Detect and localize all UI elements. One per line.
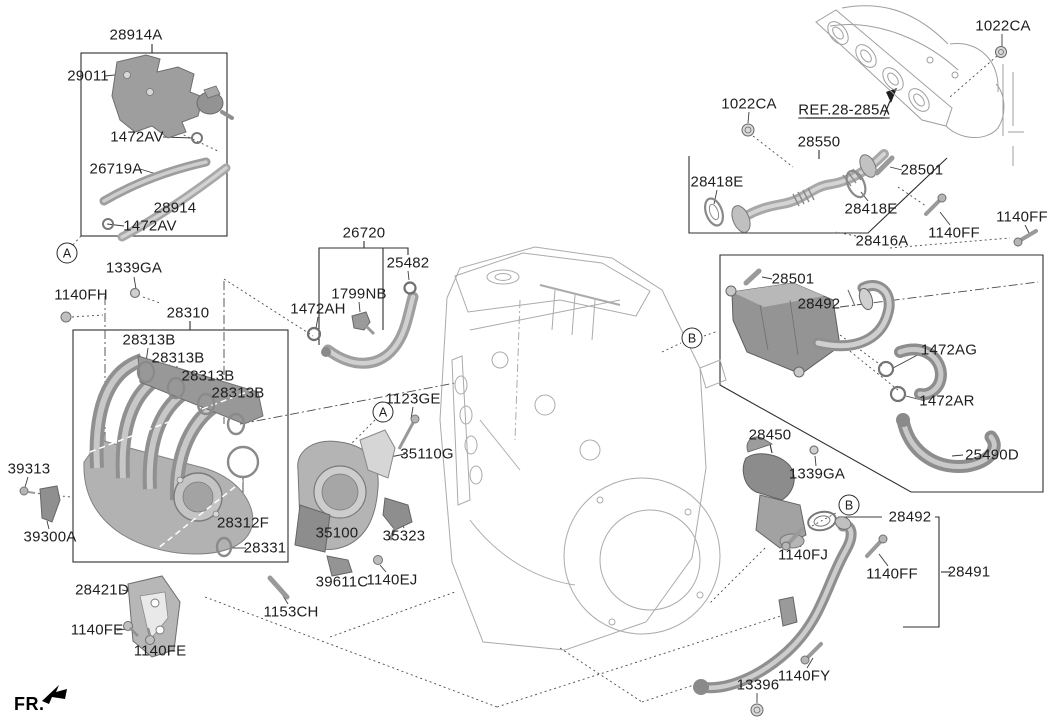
part-label-28421d-17: 28421D [75, 581, 129, 599]
part-label-35110g-26: 35110G [400, 445, 454, 463]
part-label-28310-8: 28310 [166, 304, 210, 322]
part-label-1022ca-31: 1022CA [975, 17, 1031, 35]
part-label-1339ga-47: 1339GA [788, 465, 846, 483]
part-label-28914a-0: 28914A [109, 26, 163, 44]
part-label-28491-51: 28491 [947, 563, 991, 581]
o-rings-art [136, 360, 260, 558]
part-label-28492-48: 28492 [888, 508, 932, 526]
part-label-1472av-5: 1472AV [123, 217, 177, 235]
part-label-35323-28: 35323 [382, 527, 426, 545]
part-label-1140ej-30: 1140EJ [366, 571, 418, 589]
part-label-1799nb-23: 1799NB [331, 285, 387, 303]
part-label-28492-42: 28492 [797, 295, 841, 313]
egr-valve-art [129, 287, 857, 717]
part-label-1123ge-25: 1123GE [385, 390, 441, 408]
part-label-25490d-45: 25490D [965, 446, 1019, 464]
part-label-28312f-15: 28312F [216, 514, 270, 532]
part-label-39611c-29: 39611C [315, 573, 369, 591]
fr-direction-arrow [42, 685, 67, 704]
part-label-39300a-14: 39300A [23, 528, 77, 546]
part-label-28501-35: 28501 [900, 161, 944, 179]
view-marker-b-2: B [681, 327, 703, 349]
part-label-35100-27: 35100 [315, 524, 359, 542]
part-label-28331-16: 28331 [243, 539, 287, 557]
view-marker-b-3: B [838, 494, 860, 516]
part-label-28313b-11: 28313B [181, 367, 235, 385]
part-label-1022ca-32: 1022CA [721, 95, 777, 113]
part-label-1472ar-44: 1472AR [919, 392, 975, 410]
bolt-icons [60, 193, 1038, 665]
part-label-28914-4: 28914 [153, 199, 197, 217]
part-label-25482-22: 25482 [386, 254, 430, 272]
view-marker-a-1: A [372, 401, 394, 423]
vapor-hose-art [306, 281, 419, 369]
part-label-29011-1: 29011 [67, 67, 109, 85]
part-label-28501-41: 28501 [771, 270, 815, 288]
egr-pipe-upper-art [703, 149, 895, 233]
sensor-bracket-art [19, 485, 61, 523]
part-label-1140ff-40: 1140FF [996, 208, 1048, 226]
part-label-28313b-10: 28313B [151, 349, 205, 367]
ref-arrow [806, 88, 897, 119]
part-label-1140fe-19: 1140FE [133, 642, 187, 660]
support-bracket-art [123, 575, 290, 658]
part-label-1140ff-50: 1140FF [866, 565, 918, 583]
part-label-1153ch-20: 1153CH [263, 603, 319, 621]
part-label-1472ag-43: 1472AG [920, 341, 978, 359]
egr-cooler-art [725, 268, 1001, 473]
part-label-28313b-12: 28313B [211, 384, 265, 402]
part-label-1472ah-24: 1472AH [290, 300, 346, 318]
part-label-26720-21: 26720 [342, 224, 386, 242]
throttle-body-art [294, 414, 420, 577]
part-label-1140ff-39: 1140FF [928, 224, 980, 242]
part-label-1339ga-6: 1339GA [105, 259, 163, 277]
part-label-28418e-36: 28418E [690, 173, 744, 191]
part-label-28416a-38: 28416A [855, 232, 909, 250]
ref-manifold-art [815, 5, 1024, 166]
part-label-28418e-37: 28418E [844, 200, 898, 218]
part-label-1140fj-49: 1140FJ [777, 546, 829, 564]
engine-art [439, 246, 727, 651]
part-label-28313b-9: 28313B [122, 331, 176, 349]
part-label-1140fh-7: 1140FH [54, 286, 108, 304]
part-label-13396-53: 13396 [736, 676, 780, 694]
part-label-28550-34: 28550 [797, 133, 841, 151]
part-label-ref-28-285a-33: REF.28-285A [798, 101, 890, 119]
intake-manifold-art [83, 353, 264, 555]
part-label-39313-13: 39313 [7, 460, 51, 478]
part-label-1472av-2: 1472AV [110, 128, 164, 146]
assembly-boxes [72, 44, 1044, 628]
manifold-nuts-art [741, 46, 1007, 137]
part-label-1140fe-18: 1140FE [70, 621, 124, 639]
fr-label: FR. [14, 694, 45, 714]
part-label-28450-46: 28450 [748, 426, 792, 444]
part-label-26719a-3: 26719A [89, 160, 143, 178]
view-marker-a-0: A [56, 242, 78, 264]
purge-assembly-art [99, 54, 234, 242]
part-label-1140fy-52: 1140FY [777, 667, 831, 685]
